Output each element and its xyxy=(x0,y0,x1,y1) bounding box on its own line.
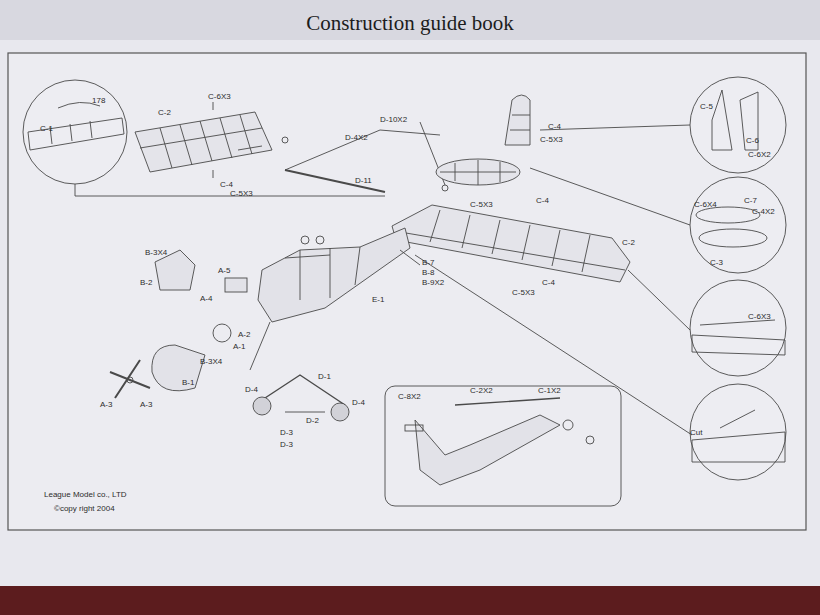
part-number: C-1 xyxy=(40,124,53,133)
part-number: C-5 xyxy=(700,102,713,111)
part-number: C-5X3 xyxy=(230,189,253,198)
part-number: C-6X2 xyxy=(748,150,771,159)
part-number: D-3 xyxy=(280,440,293,449)
dimension: 178 xyxy=(92,96,105,105)
part-number: C-4 xyxy=(548,122,561,131)
part-number: C-8X2 xyxy=(398,392,421,401)
part-number: C-6X3 xyxy=(748,312,771,321)
part-number: B-8 xyxy=(422,268,434,277)
part-number: D-3 xyxy=(280,428,293,437)
part-number: C-4X2 xyxy=(752,207,775,216)
part-number: B-1 xyxy=(182,378,194,387)
part-number: A-5 xyxy=(218,266,230,275)
part-number: B-2 xyxy=(140,278,152,287)
part-number: C-7 xyxy=(744,196,757,205)
part-number: A-3 xyxy=(140,400,152,409)
part-number: C-5X3 xyxy=(540,135,563,144)
part-number: A-3 xyxy=(100,400,112,409)
part-number: A-1 xyxy=(233,342,245,351)
part-number: B-3X4 xyxy=(145,248,167,257)
part-number: D-4 xyxy=(352,398,365,407)
part-number: A-2 xyxy=(238,330,250,339)
part-number: D-10X2 xyxy=(380,115,407,124)
part-number: B-7 xyxy=(422,258,434,267)
part-number: C-4 xyxy=(542,278,555,287)
footer-note: League Model co., LTD xyxy=(44,490,127,499)
part-number: B-9X2 xyxy=(422,278,444,287)
part-number: C-4 xyxy=(220,180,233,189)
part-number: C-6X3 xyxy=(208,92,231,101)
part-number: C-4 xyxy=(536,196,549,205)
part-number: A-4 xyxy=(200,294,212,303)
part-number: C-2 xyxy=(158,108,171,117)
part-number: C-2 xyxy=(622,238,635,247)
part-number: C-2X2 xyxy=(470,386,493,395)
part-number: C-6 xyxy=(746,136,759,145)
part-number: C-5X3 xyxy=(512,288,535,297)
part-number: E-1 xyxy=(372,295,384,304)
part-number: B-3X4 xyxy=(200,357,222,366)
part-number: C-3 xyxy=(710,258,723,267)
part-number: D-11 xyxy=(355,176,372,185)
part-number: D-4X2 xyxy=(345,133,368,142)
footer-note: ©copy right 2004 xyxy=(54,504,115,513)
part-number: C-5X3 xyxy=(470,200,493,209)
part-number: D-2 xyxy=(306,416,319,425)
part-number: C-1X2 xyxy=(538,386,561,395)
footer-note: Cut xyxy=(690,428,702,437)
part-number: D-4 xyxy=(245,385,258,394)
part-number: C-6X4 xyxy=(694,200,717,209)
page-title: Construction guide book xyxy=(0,11,820,36)
part-number: D-1 xyxy=(318,372,331,381)
